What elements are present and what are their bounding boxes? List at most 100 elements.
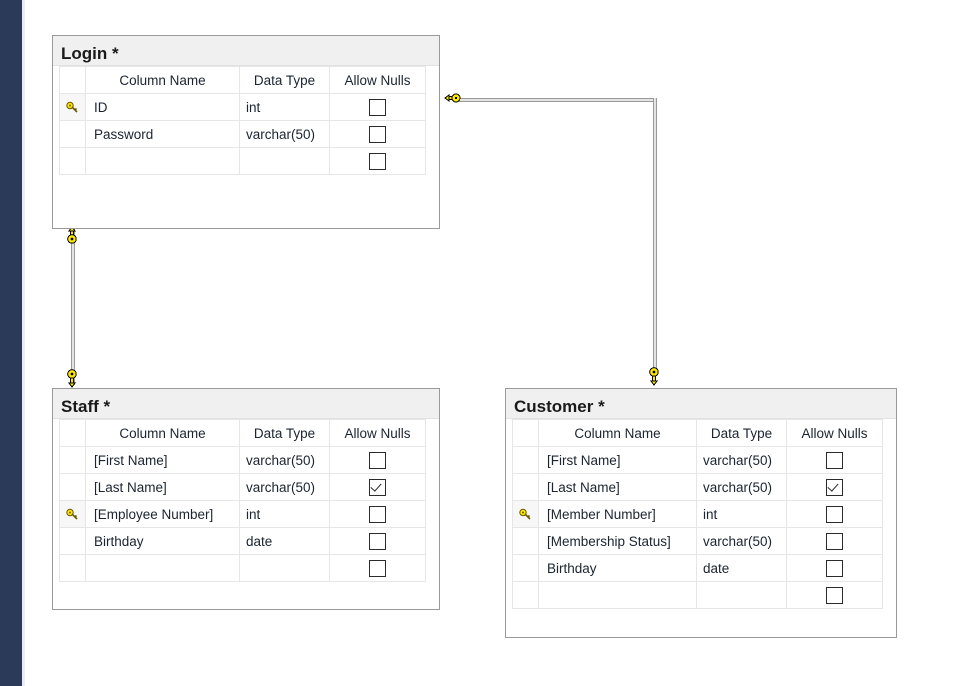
allow-nulls-cell[interactable]	[329, 446, 426, 474]
column-name-cell[interactable]: ID	[85, 93, 240, 121]
column-name-cell[interactable]: [Last Name]	[85, 473, 240, 501]
entity-table-login[interactable]: Login * Column Name Data Type Allow Null…	[52, 35, 440, 229]
checkbox-unchecked-icon[interactable]	[369, 125, 386, 143]
entity-table-staff[interactable]: Staff * Column Name Data Type Allow Null…	[52, 388, 440, 610]
checkbox-unchecked-icon[interactable]	[826, 451, 843, 469]
primary-key-cell[interactable]	[59, 446, 86, 474]
table-row[interactable]	[512, 581, 883, 609]
checkbox-unchecked-icon[interactable]	[826, 532, 843, 550]
column-name-cell[interactable]: Birthday	[85, 527, 240, 555]
column-name-cell[interactable]	[85, 554, 240, 582]
checkbox-unchecked-icon[interactable]	[369, 559, 386, 577]
column-grid-customer[interactable]: Column Name Data Type Allow Nulls [First…	[512, 419, 883, 609]
column-name-cell[interactable]: Password	[85, 120, 240, 148]
checkbox-unchecked-icon[interactable]	[826, 559, 843, 577]
table-row[interactable]	[59, 554, 426, 582]
column-name-cell[interactable]: [Membership Status]	[538, 527, 697, 555]
allow-nulls-cell[interactable]	[329, 554, 426, 582]
data-type-cell[interactable]: date	[696, 554, 787, 582]
data-type-cell[interactable]: varchar(50)	[239, 446, 330, 474]
grid-header-column-name: Column Name	[85, 419, 240, 447]
data-type-cell[interactable]: date	[239, 527, 330, 555]
allow-nulls-cell[interactable]	[329, 500, 426, 528]
data-type-cell[interactable]: int	[696, 500, 787, 528]
grid-body-customer: [First Name] varchar(50) [Last Name] var…	[512, 446, 883, 609]
column-name-cell[interactable]	[538, 581, 697, 609]
allow-nulls-cell[interactable]	[329, 147, 426, 175]
entity-table-customer[interactable]: Customer * Column Name Data Type Allow N…	[505, 388, 897, 638]
relationship-login-customer-horizontal[interactable]	[459, 98, 657, 102]
checkbox-unchecked-icon[interactable]	[369, 532, 386, 550]
allow-nulls-cell[interactable]	[786, 581, 883, 609]
allow-nulls-cell[interactable]	[329, 93, 426, 121]
checkbox-unchecked-icon[interactable]	[369, 505, 386, 523]
primary-key-cell[interactable]	[512, 500, 539, 528]
table-row[interactable]: [Employee Number] int	[59, 500, 426, 528]
data-type-cell[interactable]: varchar(50)	[696, 473, 787, 501]
column-name-cell[interactable]: [Member Number]	[538, 500, 697, 528]
column-grid-staff[interactable]: Column Name Data Type Allow Nulls [First…	[59, 419, 426, 582]
allow-nulls-cell[interactable]	[329, 527, 426, 555]
data-type-cell[interactable]	[239, 554, 330, 582]
table-row[interactable]: [First Name] varchar(50)	[512, 446, 883, 474]
table-row[interactable]: [Membership Status] varchar(50)	[512, 527, 883, 555]
table-row[interactable]	[59, 147, 426, 175]
checkbox-unchecked-icon[interactable]	[826, 505, 843, 523]
table-row[interactable]: Birthday date	[512, 554, 883, 582]
data-type-cell[interactable]	[239, 147, 330, 175]
column-name-cell[interactable]: Birthday	[538, 554, 697, 582]
checkbox-unchecked-icon[interactable]	[369, 451, 386, 469]
primary-key-cell[interactable]	[59, 93, 86, 121]
primary-key-cell[interactable]	[512, 527, 539, 555]
data-type-cell[interactable]	[696, 581, 787, 609]
grid-header-allow-nulls: Allow Nulls	[329, 419, 426, 447]
relationship-login-customer-vertical[interactable]	[653, 98, 657, 376]
grid-header-key	[59, 66, 86, 94]
data-type-cell[interactable]: varchar(50)	[239, 120, 330, 148]
data-type-cell[interactable]: int	[239, 500, 330, 528]
checkbox-checked-icon[interactable]	[826, 478, 843, 496]
data-type-cell[interactable]: int	[239, 93, 330, 121]
table-row[interactable]: [Last Name] varchar(50)	[59, 473, 426, 501]
checkbox-checked-icon[interactable]	[369, 478, 386, 496]
entity-title-customer: Customer *	[506, 389, 896, 419]
checkbox-unchecked-icon[interactable]	[369, 98, 386, 116]
primary-key-cell[interactable]	[59, 473, 86, 501]
checkbox-unchecked-icon[interactable]	[369, 152, 386, 170]
table-row[interactable]: Birthday date	[59, 527, 426, 555]
data-type-cell[interactable]: varchar(50)	[239, 473, 330, 501]
table-row[interactable]: ID int	[59, 93, 426, 121]
allow-nulls-cell[interactable]	[329, 120, 426, 148]
column-name-cell[interactable]: [First Name]	[85, 446, 240, 474]
primary-key-cell[interactable]	[59, 147, 86, 175]
column-name-cell[interactable]: [Last Name]	[538, 473, 697, 501]
table-row[interactable]: Password varchar(50)	[59, 120, 426, 148]
column-name-cell[interactable]: [First Name]	[538, 446, 697, 474]
table-row[interactable]: [Member Number] int	[512, 500, 883, 528]
table-row[interactable]: [First Name] varchar(50)	[59, 446, 426, 474]
primary-key-cell[interactable]	[59, 120, 86, 148]
column-grid-login[interactable]: Column Name Data Type Allow Nulls	[59, 66, 426, 175]
column-name-cell[interactable]: [Employee Number]	[85, 500, 240, 528]
primary-key-cell[interactable]	[512, 446, 539, 474]
allow-nulls-cell[interactable]	[786, 500, 883, 528]
column-name-cell[interactable]	[85, 147, 240, 175]
primary-key-cell[interactable]	[59, 500, 86, 528]
primary-key-cell[interactable]	[512, 581, 539, 609]
checkbox-unchecked-icon[interactable]	[826, 586, 843, 604]
primary-key-cell[interactable]	[512, 473, 539, 501]
allow-nulls-cell[interactable]	[786, 446, 883, 474]
allow-nulls-cell[interactable]	[786, 473, 883, 501]
allow-nulls-cell[interactable]	[786, 527, 883, 555]
table-row[interactable]: [Last Name] varchar(50)	[512, 473, 883, 501]
allow-nulls-cell[interactable]	[329, 473, 426, 501]
primary-key-cell[interactable]	[59, 527, 86, 555]
key-icon	[66, 508, 79, 521]
primary-key-cell[interactable]	[59, 554, 86, 582]
data-type-cell[interactable]: varchar(50)	[696, 446, 787, 474]
data-type-cell[interactable]: varchar(50)	[696, 527, 787, 555]
allow-nulls-cell[interactable]	[786, 554, 883, 582]
primary-key-cell[interactable]	[512, 554, 539, 582]
relationship-login-staff-vertical[interactable]	[71, 229, 75, 385]
